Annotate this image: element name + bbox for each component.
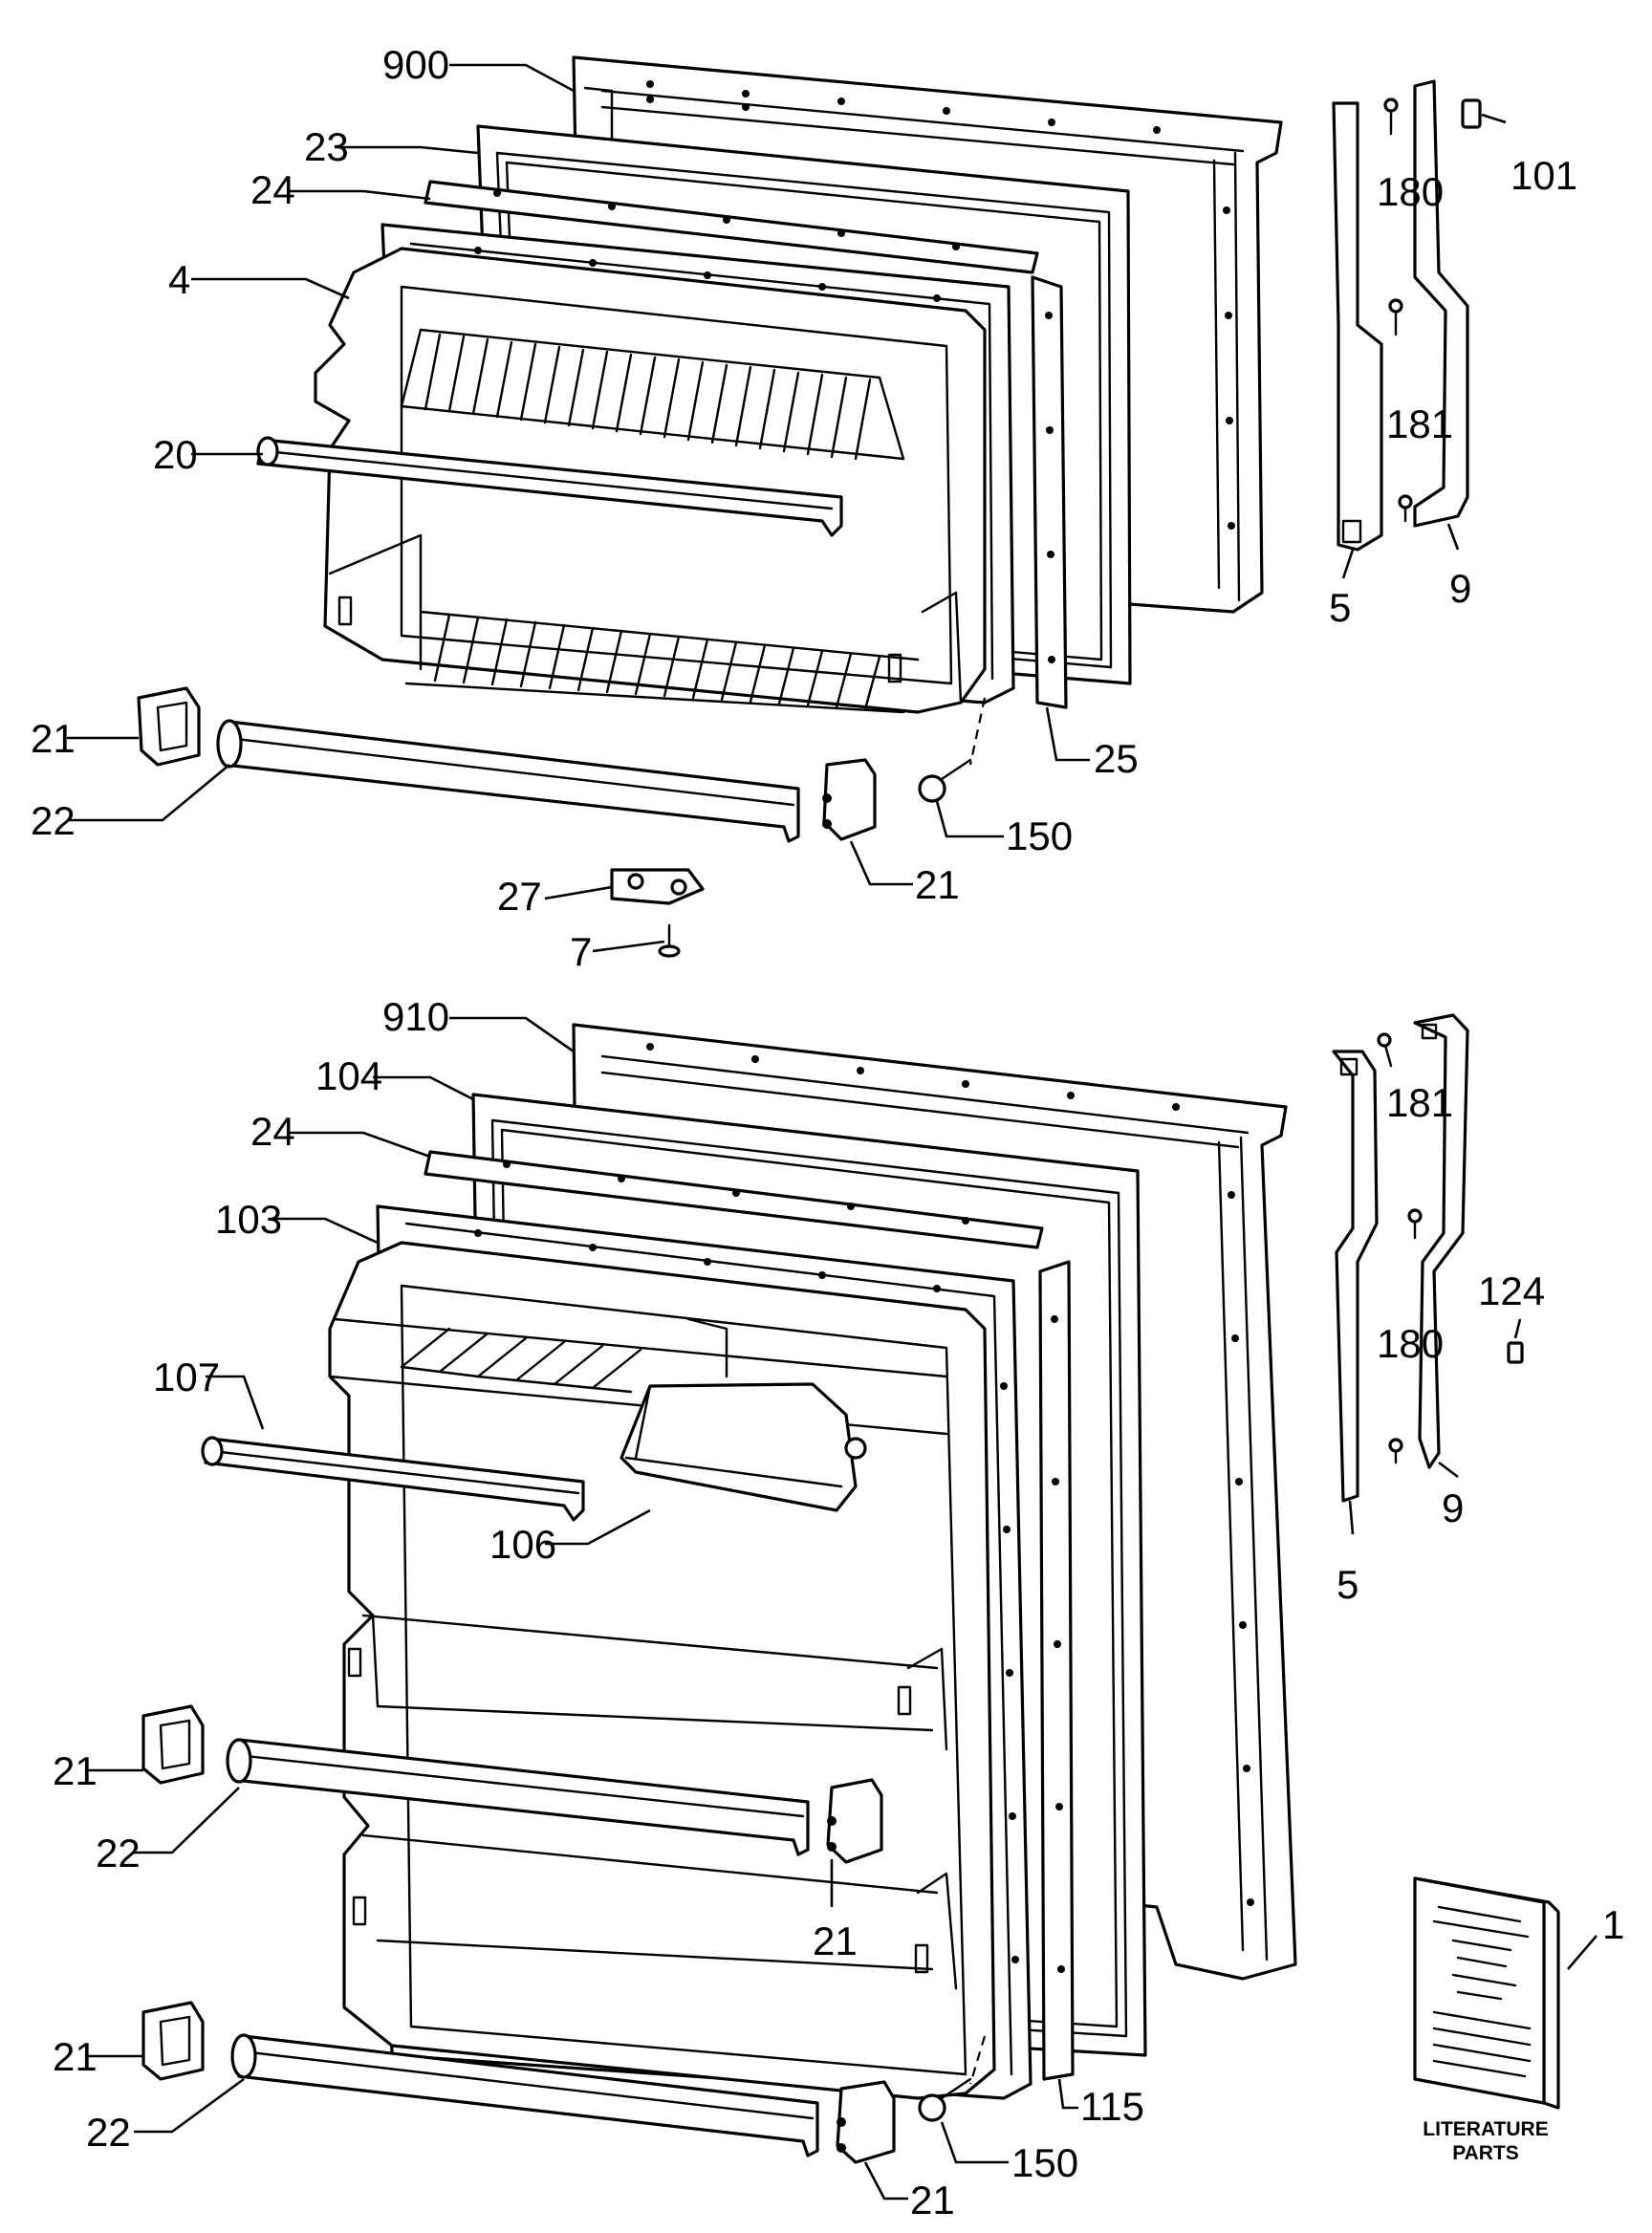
egg-tray-ribs	[400, 1327, 642, 1394]
callout-21-upper-left: 21	[31, 716, 76, 761]
callout-22-lower-a: 22	[96, 1831, 141, 1875]
part-106-dairy-cover	[620, 1382, 867, 1512]
part-180-screw-lower	[1388, 1438, 1403, 1464]
callout-21-lower-b: 21	[813, 1919, 858, 1963]
callout-27: 27	[497, 874, 542, 919]
part-9-hinge	[1413, 79, 1469, 528]
callout-181-upper: 181	[1386, 401, 1453, 446]
callout-181-lower: 181	[1386, 1080, 1453, 1125]
part-124-cap	[1507, 1341, 1524, 1364]
callout-103: 103	[215, 1197, 282, 1242]
callout-5-upper: 5	[1329, 585, 1351, 630]
part-107-shelf-bar	[201, 1436, 585, 1522]
callout-7: 7	[570, 929, 592, 974]
part-22-shelf-bar-bottom	[230, 2033, 819, 2157]
part-115-hinge-strip	[1038, 1260, 1075, 2081]
upper-door-assembly: 900 23 24 4 20 21 22 21 27 7 150 25 180 …	[31, 42, 1577, 974]
callout-101: 101	[1511, 153, 1577, 198]
part-21-shelf-clip-d	[836, 2080, 896, 2164]
callout-180-upper: 180	[1377, 169, 1444, 214]
part-101-cap	[1461, 98, 1482, 129]
lower-rack-ribs	[433, 613, 881, 711]
part-9-hinge-lower	[1413, 1013, 1469, 1469]
part-1-literature: 1 LITERATURE PARTS	[1413, 1876, 1624, 2164]
literature-caption-line1: LITERATURE	[1423, 2118, 1548, 2140]
callout-9-upper: 9	[1449, 566, 1471, 611]
part-21-shelf-clip-left	[137, 686, 201, 767]
literature-text-lines	[1432, 1905, 1532, 2078]
part-22-shelf-bar-middle	[226, 1738, 810, 1856]
callout-22-lower-b: 22	[86, 2110, 131, 2155]
callout-24-lower: 24	[250, 1109, 295, 1154]
callout-22-upper: 22	[31, 798, 76, 843]
callout-21-lower-d: 21	[910, 2178, 955, 2222]
callout-910: 910	[382, 994, 449, 1039]
callout-9-lower: 9	[1442, 1485, 1464, 1530]
callout-150-lower: 150	[1011, 2140, 1078, 2185]
callout-21-lower-a: 21	[53, 1748, 98, 1793]
part-20-shelf-bar	[256, 436, 843, 537]
part-21-shelf-clip-c	[141, 2001, 205, 2081]
part-181-screws-lower	[1377, 1032, 1423, 1240]
part-7-screw	[658, 923, 681, 958]
part-21-shelf-clip-a	[141, 1704, 205, 1785]
part-5-hinge-bracket	[1332, 101, 1383, 552]
upper-rack-ribs	[424, 333, 872, 461]
callout-150-upper: 150	[1006, 813, 1073, 858]
callout-106: 106	[489, 1522, 556, 1567]
callout-115: 115	[1080, 2084, 1144, 2129]
callout-23: 23	[304, 124, 349, 169]
callout-104: 104	[315, 1053, 382, 1098]
part-24-retainer-strip	[424, 180, 1039, 274]
callout-20: 20	[153, 432, 198, 477]
part-21-shelf-clip-right	[822, 758, 877, 841]
part-103-door-liner	[328, 1241, 996, 2100]
part-24-retainer-strip-lower	[424, 1150, 1044, 1249]
lower-door-assembly: 910 104 24 103 107 106 21 22 21 21 22 21…	[53, 994, 1545, 2222]
callout-124: 124	[1478, 1268, 1545, 1313]
part-5-hinge-bracket-lower	[1332, 1050, 1379, 1503]
callout-21-lower-c: 21	[53, 2034, 98, 2079]
callout-24-upper: 24	[250, 167, 295, 212]
lower-leaders	[86, 1016, 1522, 2200]
callout-5-lower: 5	[1337, 1562, 1359, 1607]
part-150-screw-lower	[918, 2035, 987, 2122]
part-25-hinge-strip	[1031, 275, 1068, 709]
part-150-screw	[918, 697, 987, 803]
callout-107: 107	[153, 1355, 220, 1399]
upper-leaders	[67, 63, 1507, 953]
callout-900: 900	[382, 42, 449, 87]
part-21-shelf-clip-b	[826, 1778, 883, 1864]
callout-1: 1	[1602, 1902, 1624, 1947]
callout-4: 4	[168, 257, 190, 302]
literature-caption-line2: PARTS	[1452, 2142, 1519, 2164]
part-180-screw	[1383, 98, 1399, 136]
callout-21-upper-right: 21	[915, 862, 960, 907]
callout-180-lower: 180	[1377, 1321, 1444, 1366]
part-27-hinge-plate	[610, 868, 705, 905]
callout-25: 25	[1094, 736, 1139, 781]
part-181-screws	[1388, 298, 1413, 523]
part-22-shelf-bar	[216, 719, 800, 843]
